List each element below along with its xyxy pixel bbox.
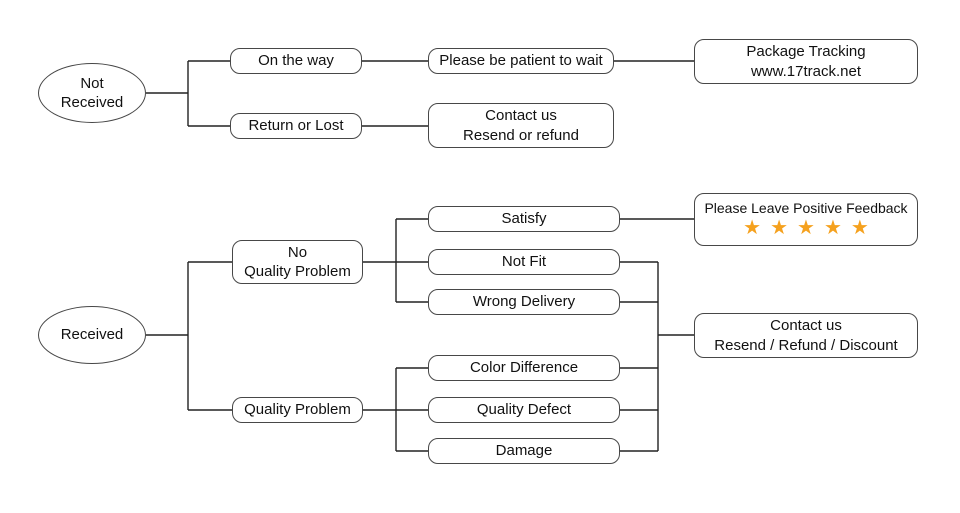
node-package-tracking: Package Tracking www.17track.net [694, 39, 918, 84]
node-quality-problem-label: Quality Problem [244, 401, 351, 419]
node-satisfy-label: Satisfy [501, 210, 547, 228]
connector-not-received-branch [146, 60, 694, 127]
node-contact-resend-refund-discount-label: Contact us Resend / Refund / Discount [714, 317, 898, 354]
node-no-quality-problem: No Quality Problem [232, 240, 363, 284]
node-received: Received [38, 306, 146, 364]
node-color-difference-label: Color Difference [469, 359, 579, 377]
node-contact-resend-refund-discount: Contact us Resend / Refund / Discount [694, 313, 918, 358]
connector-mid-branches [363, 218, 428, 452]
node-color-difference: Color Difference [428, 355, 620, 381]
node-please-be-patient: Please be patient to wait [428, 48, 614, 74]
node-return-or-lost: Return or Lost [230, 113, 362, 139]
node-damage-label: Damage [495, 442, 553, 460]
node-damage: Damage [428, 438, 620, 464]
node-not-received-label: Not Received [60, 74, 124, 112]
node-no-quality-problem-label: No Quality Problem [244, 243, 351, 281]
connector-right-merge [620, 218, 694, 452]
node-contact-resend-refund: Contact us Resend or refund [428, 103, 614, 148]
node-contact-resend-refund-label: Contact us Resend or refund [463, 107, 579, 144]
node-quality-problem: Quality Problem [232, 397, 363, 423]
node-wrong-delivery: Wrong Delivery [428, 289, 620, 315]
node-on-the-way: On the way [230, 48, 362, 74]
node-quality-defect-label: Quality Defect [476, 401, 572, 419]
node-please-be-patient-label: Please be patient to wait [439, 52, 603, 70]
node-not-fit: Not Fit [428, 249, 620, 275]
node-on-the-way-label: On the way [258, 52, 334, 70]
node-satisfy: Satisfy [428, 206, 620, 232]
node-package-tracking-label: Package Tracking www.17track.net [746, 43, 866, 80]
five-star-rating-icon: ★★★★★ [743, 216, 878, 239]
node-not-fit-label: Not Fit [501, 253, 547, 271]
node-return-or-lost-label: Return or Lost [248, 117, 344, 135]
node-not-received: Not Received [38, 63, 146, 123]
node-positive-feedback: Please Leave Positive Feedback ★★★★★ [694, 193, 918, 246]
node-wrong-delivery-label: Wrong Delivery [472, 293, 576, 311]
node-quality-defect: Quality Defect [428, 397, 620, 423]
connector-received-branch [146, 261, 232, 411]
node-received-label: Received [60, 326, 124, 344]
node-positive-feedback-label: Please Leave Positive Feedback [704, 200, 908, 217]
